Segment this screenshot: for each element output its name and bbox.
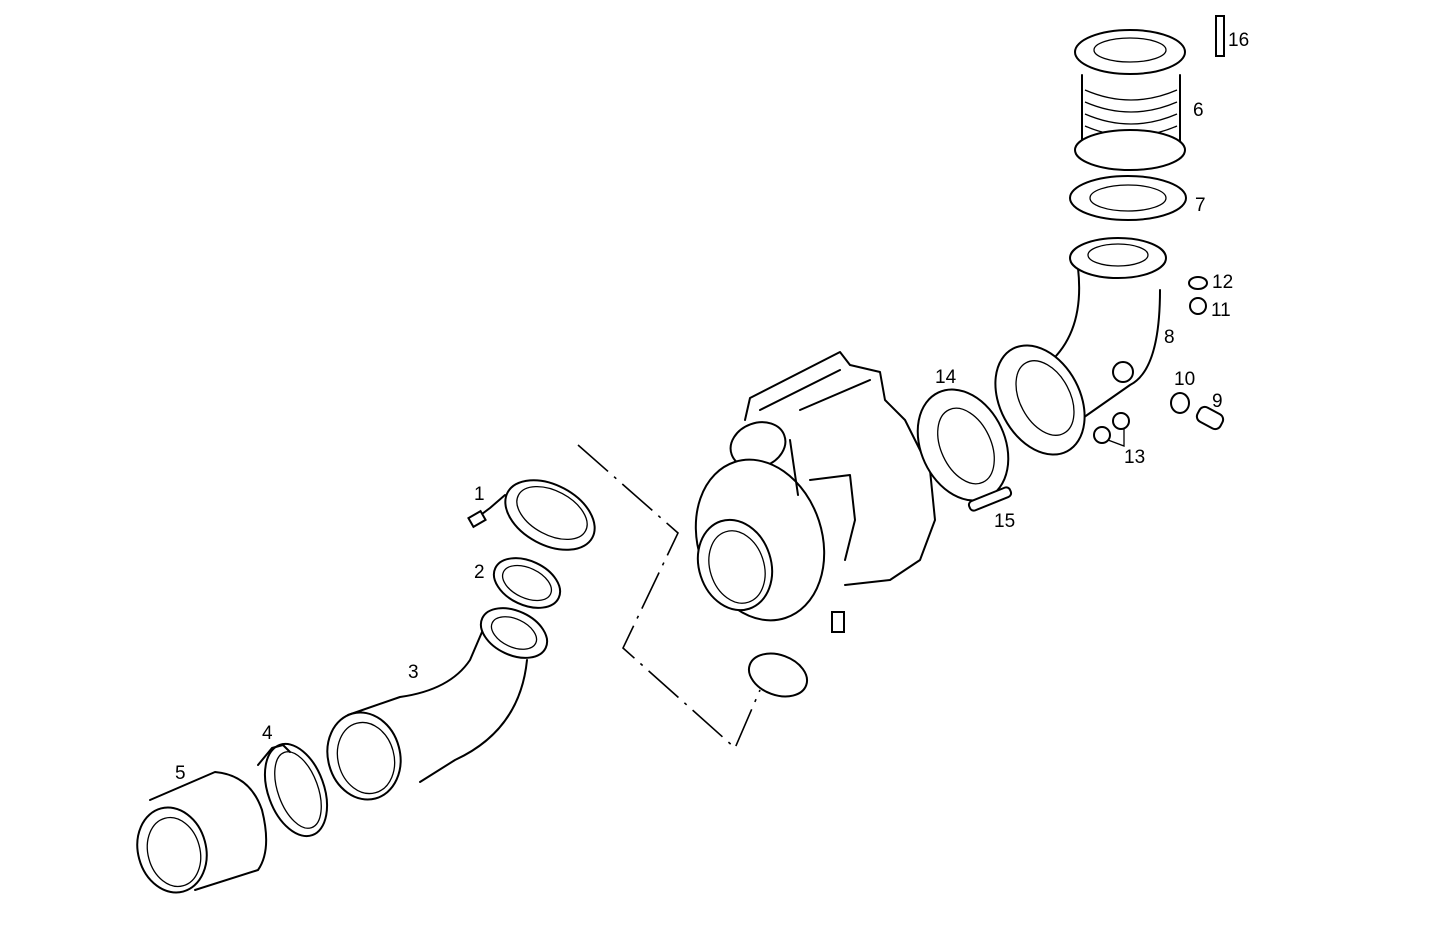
assembly-bracket-line	[577, 444, 761, 750]
part-16-stud	[1215, 15, 1225, 57]
callout-5: 5	[175, 763, 186, 784]
part-1-v-band-clamp	[467, 479, 596, 551]
turbocharger-assembly	[694, 351, 936, 698]
part-10-washer	[1170, 392, 1190, 414]
callout-9: 9	[1212, 391, 1223, 412]
callout-14: 14	[935, 367, 957, 388]
callout-16: 16	[1228, 30, 1250, 51]
callout-1: 1	[474, 484, 485, 505]
callout-8: 8	[1164, 327, 1175, 348]
callout-15: 15	[994, 511, 1016, 532]
part-15-stud	[967, 486, 1013, 512]
callout-3: 3	[408, 662, 419, 683]
callout-4: 4	[262, 723, 273, 744]
callout-10: 10	[1174, 369, 1196, 390]
part-2-seal-ring	[492, 557, 562, 609]
part-7-gasket	[1069, 175, 1187, 221]
part-3-elbow-pipe	[326, 607, 549, 801]
part-8-exhaust-elbow	[994, 237, 1167, 456]
callout-13: 13	[1124, 447, 1146, 468]
callout-2: 2	[474, 562, 485, 583]
callout-12: 12	[1212, 272, 1234, 293]
callout-11: 11	[1211, 300, 1231, 321]
part-9-plug	[1195, 405, 1225, 431]
part-11-nut	[1189, 297, 1207, 315]
part-6-bellows	[1074, 29, 1186, 171]
part-12-washer	[1188, 276, 1208, 290]
part-13-nuts	[1093, 412, 1130, 447]
part-4-hose-clamp	[257, 742, 329, 838]
part-14-gasket	[916, 388, 1010, 502]
callout-6: 6	[1193, 100, 1204, 121]
part-5-sleeve	[136, 771, 268, 894]
callout-7: 7	[1195, 195, 1206, 216]
